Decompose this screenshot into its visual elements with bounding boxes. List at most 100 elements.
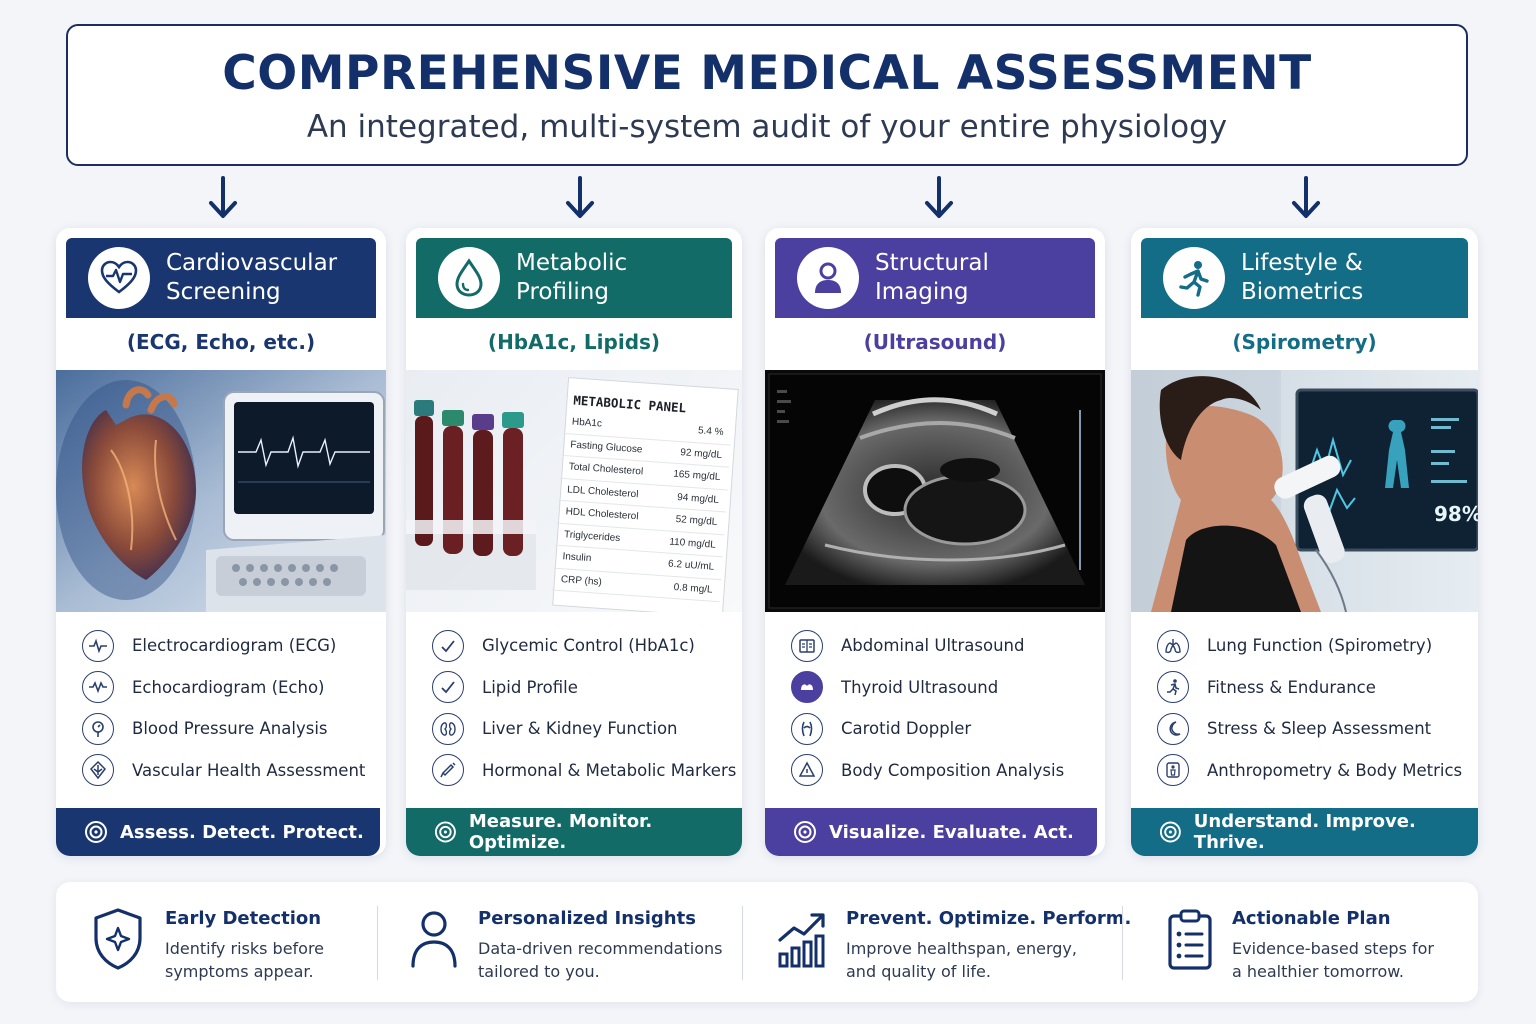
panel-row-name: Fasting Glucose bbox=[569, 439, 643, 456]
ultrasound-book-icon bbox=[791, 629, 823, 662]
list-item: Blood Pressure Analysis bbox=[82, 708, 376, 750]
target-icon bbox=[85, 821, 107, 843]
user-icon bbox=[411, 911, 457, 968]
down-arrow-icon bbox=[925, 176, 953, 218]
list-item: Echocardiogram (Echo) bbox=[82, 667, 376, 709]
check-icon bbox=[432, 629, 464, 662]
panel-row-name: CRP (hs) bbox=[560, 573, 603, 588]
panel-row-value: 0.8 mg/L bbox=[673, 581, 713, 596]
benefit-early-detection: Early Detection Identify risks before sy… bbox=[90, 882, 390, 1002]
panel-row-name: Total Cholesterol bbox=[568, 461, 644, 478]
header-banner: COMPREHENSIVE MEDICAL ASSESSMENT An inte… bbox=[66, 24, 1468, 166]
benefits-strip: Early Detection Identify risks before sy… bbox=[56, 882, 1478, 1002]
card-title: Structural Imaging bbox=[875, 250, 989, 305]
benefit-actionable-plan: Actionable Plan Evidence-based steps for… bbox=[1162, 882, 1462, 1002]
panel-row-value: 165 mg/dL bbox=[672, 468, 721, 484]
card-footer: Assess. Detect. Protect. bbox=[56, 808, 380, 856]
panel-row-name: LDL Cholesterol bbox=[566, 484, 639, 501]
panel-row-name: HbA1c bbox=[571, 416, 603, 430]
card-header: Structural Imaging bbox=[775, 238, 1095, 318]
card-header: Cardiovascular Screening bbox=[66, 238, 376, 318]
carotid-icon bbox=[791, 712, 823, 745]
card-cardiovascular: Cardiovascular Screening (ECG, Echo, etc… bbox=[56, 228, 386, 856]
list-item: Stress & Sleep Assessment bbox=[1157, 708, 1468, 750]
card-subtitle: (HbA1c, Lipids) bbox=[487, 330, 661, 354]
target-icon bbox=[1159, 821, 1181, 843]
page-title: COMPREHENSIVE MEDICAL ASSESSMENT bbox=[222, 46, 1312, 101]
divider bbox=[742, 906, 743, 980]
ecg-monitor-photo bbox=[56, 370, 386, 612]
list-item: Vascular Health Assessment bbox=[82, 750, 376, 792]
list-item: Thyroid Ultrasound bbox=[791, 667, 1095, 709]
card-subtitle: (ECG, Echo, etc.) bbox=[126, 330, 316, 354]
panel-row-value: 5.4 % bbox=[697, 425, 724, 439]
panel-row-value: 110 mg/dL bbox=[668, 536, 717, 551]
test-list: Lung Function (Spirometry) Fitness & End… bbox=[1157, 625, 1468, 791]
down-arrow-icon bbox=[209, 176, 237, 218]
list-item: Body Composition Analysis bbox=[791, 750, 1095, 792]
thyroid-icon bbox=[791, 671, 823, 704]
scale-icon bbox=[791, 754, 823, 787]
list-item: Lipid Profile bbox=[432, 667, 732, 709]
pulse-icon bbox=[82, 629, 114, 662]
list-item: Liver & Kidney Function bbox=[432, 708, 732, 750]
list-item: Anthropometry & Body Metrics bbox=[1157, 750, 1468, 792]
panel-row-value: 92 mg/dL bbox=[679, 446, 723, 461]
clipboard-icon bbox=[1168, 909, 1212, 970]
card-lifestyle: Lifestyle & Biometrics (Spirometry) 98% bbox=[1131, 228, 1478, 856]
pulse-icon bbox=[82, 671, 114, 704]
card-footer: Measure. Monitor. Optimize. bbox=[406, 808, 742, 856]
card-header: Metabolic Profiling bbox=[416, 238, 732, 318]
ultrasound-screen-photo bbox=[765, 370, 1105, 612]
panel-row-value: 52 mg/dL bbox=[675, 514, 718, 529]
person-icon bbox=[797, 247, 859, 309]
card-footer: Understand. Improve. Thrive. bbox=[1131, 808, 1478, 856]
moon-icon bbox=[1157, 712, 1189, 745]
panel-row-value: 6.2 uU/mL bbox=[667, 558, 715, 573]
divider bbox=[1122, 906, 1123, 980]
vascular-icon bbox=[82, 754, 114, 787]
list-item: Carotid Doppler bbox=[791, 708, 1095, 750]
list-item: Hormonal & Metabolic Markers bbox=[432, 750, 736, 792]
lungs-icon bbox=[1157, 629, 1189, 662]
panel-row-value: 94 mg/dL bbox=[676, 491, 720, 506]
list-item: Glycemic Control (HbA1c) bbox=[432, 625, 732, 667]
blood-drop-icon bbox=[438, 247, 500, 309]
list-item: Fitness & Endurance bbox=[1157, 667, 1468, 709]
card-footer: Visualize. Evaluate. Act. bbox=[765, 808, 1097, 856]
list-item: Abdominal Ultrasound bbox=[791, 625, 1095, 667]
benefit-personalized-insights: Personalized Insights Data-driven recomm… bbox=[406, 882, 746, 1002]
shield-icon bbox=[94, 908, 142, 970]
heart-pulse-icon bbox=[88, 247, 150, 309]
target-icon bbox=[434, 821, 456, 843]
list-item: Lung Function (Spirometry) bbox=[1157, 625, 1468, 667]
check-icon bbox=[432, 671, 464, 704]
panel-row-name: Triglycerides bbox=[563, 528, 621, 544]
card-title: Cardiovascular Screening bbox=[166, 250, 338, 305]
test-list: Abdominal Ultrasound Thyroid Ultrasound … bbox=[791, 625, 1095, 791]
down-arrow-icon bbox=[1292, 176, 1320, 218]
kidney-icon bbox=[432, 712, 464, 745]
panel-row-name: Insulin bbox=[562, 551, 592, 565]
growth-chart-icon bbox=[778, 913, 825, 968]
panel-row-name: HDL Cholesterol bbox=[565, 506, 639, 523]
panel-rows: HbA1c 5.4 % Fasting Glucose 92 mg/dL Total C… bbox=[552, 410, 733, 603]
card-title: Metabolic Profiling bbox=[516, 250, 628, 305]
test-list: Glycemic Control (HbA1c) Lipid Profile L… bbox=[432, 625, 736, 792]
card-subtitle: (Spirometry) bbox=[1232, 330, 1377, 354]
body-metrics-icon bbox=[1157, 754, 1189, 787]
down-arrow-icon bbox=[566, 176, 594, 218]
card-header: Lifestyle & Biometrics bbox=[1141, 238, 1468, 318]
runner-icon bbox=[1157, 671, 1189, 704]
benefit-prevent-optimize: Prevent. Optimize. Perform. Improve heal… bbox=[774, 882, 1134, 1002]
syringe-icon bbox=[432, 754, 464, 787]
card-metabolic: Metabolic Profiling (HbA1c, Lipids) META… bbox=[406, 228, 742, 856]
spirometry-percent: 98% bbox=[1434, 502, 1478, 526]
target-icon bbox=[794, 821, 816, 843]
test-list: Electrocardiogram (ECG) Echocardiogram (… bbox=[82, 625, 376, 791]
divider bbox=[377, 906, 378, 980]
running-person-icon bbox=[1163, 247, 1225, 309]
page-subtitle: An integrated, multi-system audit of you… bbox=[306, 109, 1228, 145]
